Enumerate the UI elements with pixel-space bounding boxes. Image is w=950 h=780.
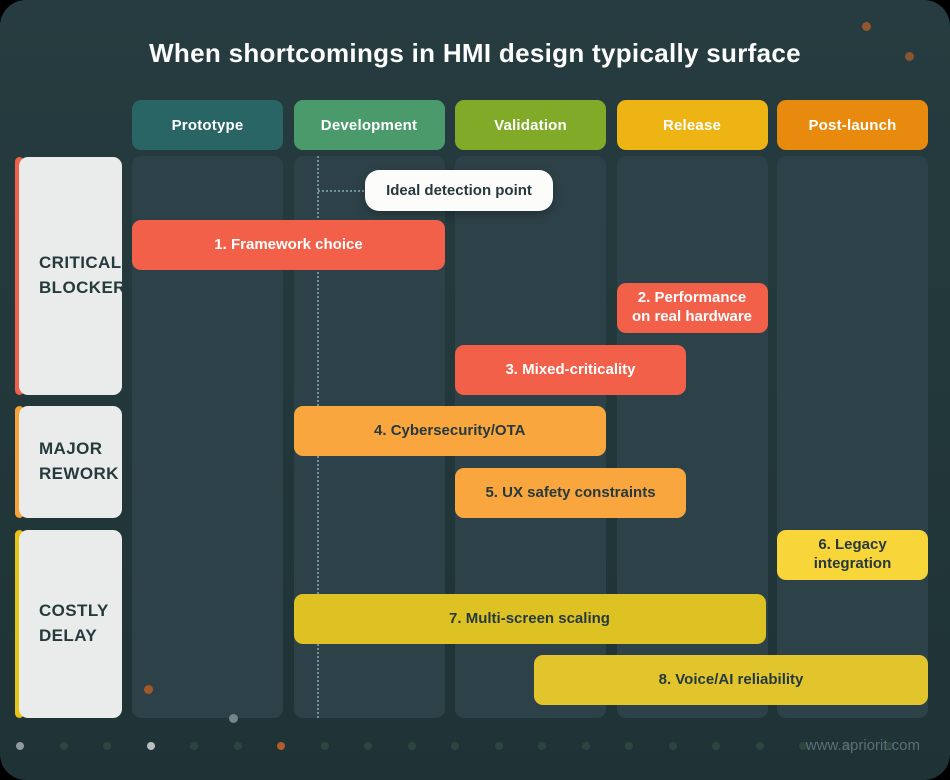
decor-dot (277, 742, 285, 750)
severity-card-major-rework: Major rework (15, 406, 122, 518)
issue-bar-1-framework-choice: 1. Framework choice (132, 220, 445, 270)
decor-dot (581, 742, 590, 750)
decor-dot (625, 742, 633, 750)
phase-header-release: Release (616, 100, 768, 150)
ideal-detection-point-label: Ideal detection point (365, 170, 553, 211)
decor-dot (190, 742, 198, 750)
decor-dot (103, 742, 111, 750)
decor-dot (451, 742, 459, 750)
issue-bar-4-cybersecurity-ota: 4. Cybersecurity/OTA (293, 406, 606, 456)
decor-dot (886, 742, 894, 750)
issue-bar-2-performance-on-real-hardware: 2. Performance on real hardware (616, 283, 768, 333)
decor-dot (538, 742, 546, 750)
severity-card-critical-blocker: Critical blocker (15, 157, 125, 395)
issue-bar-3-mixed-criticality: 3. Mixed-criticality (455, 345, 686, 395)
decor-dot (407, 742, 416, 750)
decor-dot (799, 742, 807, 750)
decor-dot (143, 684, 153, 694)
decor-dot (668, 742, 677, 750)
severity-card-costly-delay: Costly delay (15, 530, 122, 718)
decor-dot (364, 742, 372, 750)
decor-dot (842, 742, 851, 750)
severity-card-label: Critical blocker (19, 157, 125, 395)
decor-dot (712, 742, 720, 750)
issue-bar-7-multi-screen-scaling: 7. Multi-screen scaling (293, 594, 766, 644)
issue-bar-8-voice-ai-reliability: 8. Voice/AI reliability (534, 655, 928, 705)
decor-dot (494, 742, 503, 750)
issue-bar-5-ux-safety-constraints: 5. UX safety constraints (455, 468, 686, 518)
phase-header-prototype: Prototype (132, 100, 283, 150)
decor-dot (320, 742, 329, 750)
decor-dot (755, 742, 764, 750)
decor-dot (861, 21, 871, 31)
decor-dot (228, 713, 238, 723)
severity-card-label: Costly delay (19, 530, 122, 718)
issue-bar-6-legacy-integration: 6. Legacy integration (777, 530, 928, 580)
decor-dot (904, 51, 914, 61)
severity-card-label: Major rework (19, 406, 122, 518)
decor-dot (59, 742, 68, 750)
decor-dot (146, 742, 155, 750)
phase-header-validation: Validation (455, 100, 606, 150)
ideal-detection-connector-line (318, 190, 368, 192)
column-track-post-launch (777, 156, 928, 718)
decor-dot (233, 742, 242, 750)
decor-dot (16, 742, 24, 750)
page-title: When shortcomings in HMI design typicall… (149, 38, 801, 68)
phase-header-development: Development (293, 100, 445, 150)
website-url: www.apriorit.com (805, 737, 920, 754)
phase-header-post-launch: Post-launch (777, 100, 928, 150)
